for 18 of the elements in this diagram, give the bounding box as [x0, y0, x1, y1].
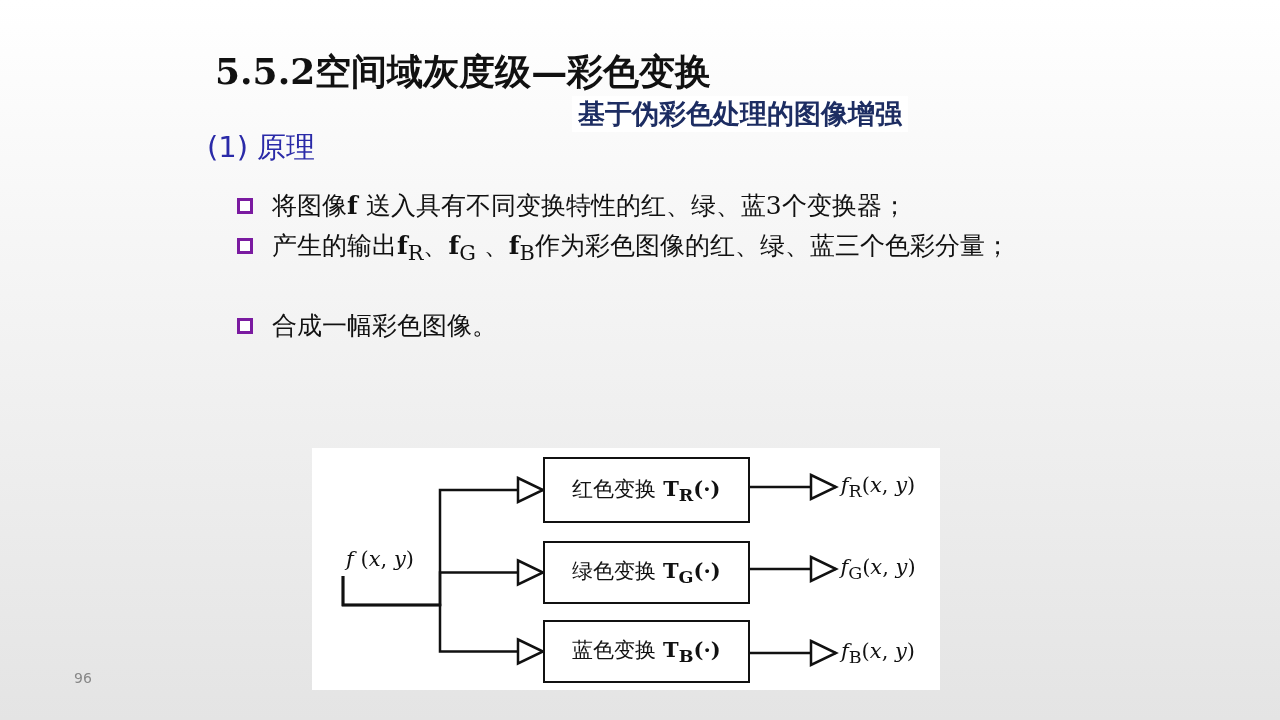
- arrow: [750, 555, 838, 583]
- process-box: 红色变换 T$_{R}$(·): [543, 457, 750, 523]
- page-number: 96: [74, 670, 92, 686]
- input-label: f (x, y): [335, 542, 425, 576]
- output-label: f$_{R}$(x, y): [836, 470, 920, 504]
- arrow: [341, 576, 545, 665]
- subtitle: 基于伪彩色处理的图像增强: [572, 96, 908, 132]
- bullet-text: 合成一幅彩色图像。: [272, 310, 498, 342]
- arrow: [750, 473, 838, 501]
- bullet-text: 将图像f 送入具有不同变换特性的红、绿、蓝3个变换器；: [272, 190, 908, 222]
- process-box: 绿色变换 T$_{G}$(·): [543, 541, 750, 604]
- slide-title: 5.5.2空间域灰度级—彩色变换: [215, 49, 712, 94]
- bullet-text: 产生的输出f$_{R}$、f$_{G}$ 、f$_{B}$作为彩色图像的红、绿、蓝三个色彩分量；: [272, 230, 1011, 267]
- section-heading: (1) 原理: [207, 129, 316, 166]
- output-label: f$_{G}$(x, y): [836, 552, 920, 586]
- arrow: [750, 639, 838, 667]
- output-label: f$_{B}$(x, y): [836, 636, 920, 670]
- process-box: 蓝色变换 T$_{B}$(·): [543, 620, 750, 683]
